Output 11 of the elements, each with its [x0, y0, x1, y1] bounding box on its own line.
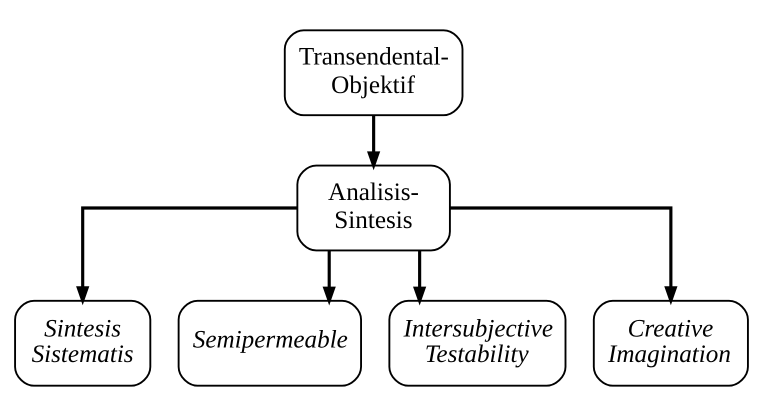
node-box: Intersubjective Testability	[388, 299, 566, 386]
node-box: Semipermeable	[178, 299, 362, 386]
node-box: Creative Imagination	[592, 299, 749, 386]
arrow	[367, 115, 380, 170]
node-box: Transendental-Objektif	[284, 28, 464, 116]
arrow	[413, 250, 426, 305]
arrow	[450, 206, 678, 305]
arrow	[322, 250, 336, 305]
node-box: Analisis-Sintesis	[296, 164, 451, 251]
node-box: Sintesis Sistematis	[14, 299, 152, 386]
arrow	[76, 206, 298, 305]
